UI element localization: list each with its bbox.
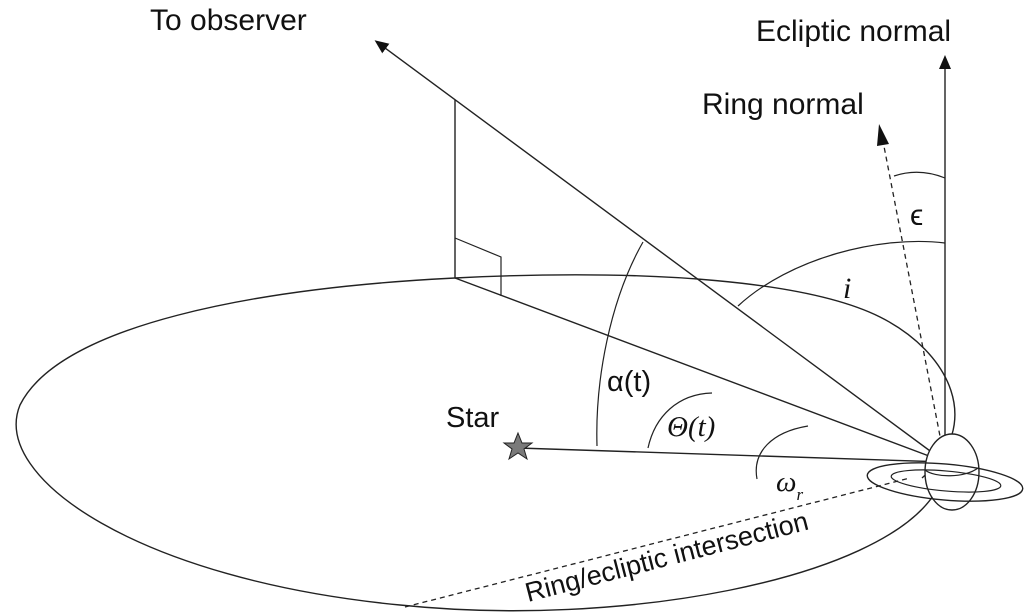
to-observer-label: To observer [150, 4, 307, 37]
ecliptic-normal-label: Ecliptic normal [756, 15, 951, 48]
omega-label: ωr [776, 466, 803, 504]
inclination-label: i [843, 272, 851, 305]
omega-label-base: ω [776, 466, 796, 498]
observer-direction-line [374, 40, 946, 463]
inclination-arc [737, 240, 946, 307]
ecliptic-orbit-ellipse [15, 274, 956, 612]
right-angle-marker [454, 237, 502, 296]
planet-equator [924, 467, 979, 477]
epsilon-arc [893, 171, 946, 179]
intersection-line [404, 477, 911, 608]
star-label: Star [446, 402, 500, 434]
ring-normal-label: Ring normal [702, 88, 864, 121]
observer-projection-line [454, 277, 946, 463]
theta-label: Θ(t) [667, 411, 715, 443]
omega-label-subscript: r [796, 485, 803, 504]
theta-arc [647, 392, 713, 449]
ring-normal-line [881, 135, 946, 463]
omega-arc [755, 425, 809, 480]
epsilon-label: ϵ [910, 199, 923, 232]
planet-ring-inner [890, 469, 1002, 493]
star-planet-line [517, 447, 946, 463]
star-icon [502, 431, 534, 461]
ringed-planet [866, 433, 1024, 511]
planet-ring-outer [866, 462, 1024, 502]
alpha-arc [596, 241, 644, 447]
alpha-label: α(t) [607, 366, 651, 398]
intersection-label: Ring/ecliptic intersection [522, 506, 811, 608]
ring-normal-arrowhead [877, 124, 889, 146]
